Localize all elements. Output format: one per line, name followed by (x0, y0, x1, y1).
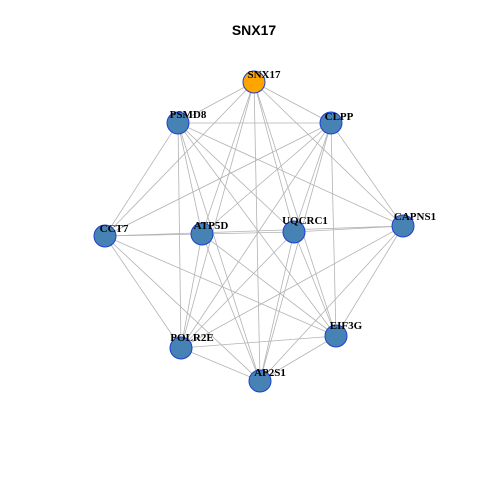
edge-uqcrc1-capns1 (293, 225, 404, 233)
edge-psmd8-eif3g (177, 122, 337, 337)
node-snx17 (242, 70, 266, 94)
edge-atp5d-uqcrc1 (201, 231, 295, 235)
edge-psmd8-ap2s1 (177, 122, 261, 382)
node-layer (93, 70, 415, 393)
edge-clpp-capns1 (330, 122, 404, 227)
node-label-snx17: SNX17 (247, 69, 281, 81)
edge-psmd8-atp5d (177, 122, 203, 235)
edge-uqcrc1-eif3g (293, 231, 337, 337)
node-label-eif3g: EIF3G (330, 320, 363, 332)
node-cct7 (93, 224, 117, 248)
edge-clpp-ap2s1 (259, 122, 332, 382)
edge-snx17-cct7 (104, 81, 255, 237)
edge-atp5d-ap2s1 (201, 233, 261, 382)
edge-atp5d-eif3g (201, 233, 337, 337)
edge-cct7-polr2e (104, 235, 182, 349)
edge-snx17-capns1 (253, 81, 404, 227)
node-eif3g (324, 324, 348, 348)
edge-layer (104, 81, 404, 382)
edge-snx17-eif3g (253, 81, 337, 337)
edge-psmd8-capns1 (177, 122, 404, 227)
node-ap2s1 (248, 369, 272, 393)
edge-cct7-eif3g (104, 235, 337, 337)
node-label-polr2e: POLR2E (170, 332, 213, 344)
node-label-capns1: CAPNS1 (394, 211, 436, 223)
edge-snx17-clpp (253, 81, 332, 124)
node-label-uqcrc1: UQCRC1 (282, 215, 328, 227)
edge-polr2e-eif3g (180, 335, 337, 349)
node-label-atp5d: ATP5D (194, 220, 229, 232)
edge-uqcrc1-polr2e (180, 231, 295, 349)
edge-cct7-capns1 (104, 225, 404, 237)
node-label-ap2s1: AP2S1 (254, 367, 286, 379)
edge-snx17-atp5d (201, 81, 255, 235)
edge-psmd8-cct7 (104, 122, 179, 237)
edge-eif3g-ap2s1 (259, 335, 337, 382)
edge-psmd8-uqcrc1 (177, 122, 295, 233)
node-clpp (319, 111, 343, 135)
node-capns1 (391, 214, 415, 238)
node-polr2e (169, 336, 193, 360)
edge-snx17-polr2e (180, 81, 255, 349)
node-atp5d (190, 222, 214, 246)
edge-clpp-uqcrc1 (293, 122, 332, 233)
edge-clpp-cct7 (104, 122, 332, 237)
edge-capns1-eif3g (335, 225, 404, 337)
node-psmd8 (166, 111, 190, 135)
edge-capns1-ap2s1 (259, 225, 404, 382)
node-label-cct7: CCT7 (100, 223, 129, 235)
edge-snx17-psmd8 (177, 81, 255, 124)
node-uqcrc1 (282, 220, 306, 244)
edge-clpp-atp5d (201, 122, 332, 235)
node-label-psmd8: PSMD8 (170, 109, 207, 121)
edge-snx17-uqcrc1 (253, 81, 295, 233)
node-label-clpp: CLPP (325, 111, 354, 123)
edge-cct7-ap2s1 (104, 235, 261, 382)
edge-atp5d-polr2e (180, 233, 203, 349)
edge-capns1-polr2e (180, 225, 404, 349)
edge-polr2e-ap2s1 (180, 347, 261, 382)
figure-title: SNX17 (232, 22, 277, 38)
edge-snx17-ap2s1 (253, 81, 261, 382)
edge-clpp-polr2e (180, 122, 332, 349)
edge-psmd8-polr2e (177, 122, 182, 349)
edge-uqcrc1-ap2s1 (259, 231, 295, 382)
